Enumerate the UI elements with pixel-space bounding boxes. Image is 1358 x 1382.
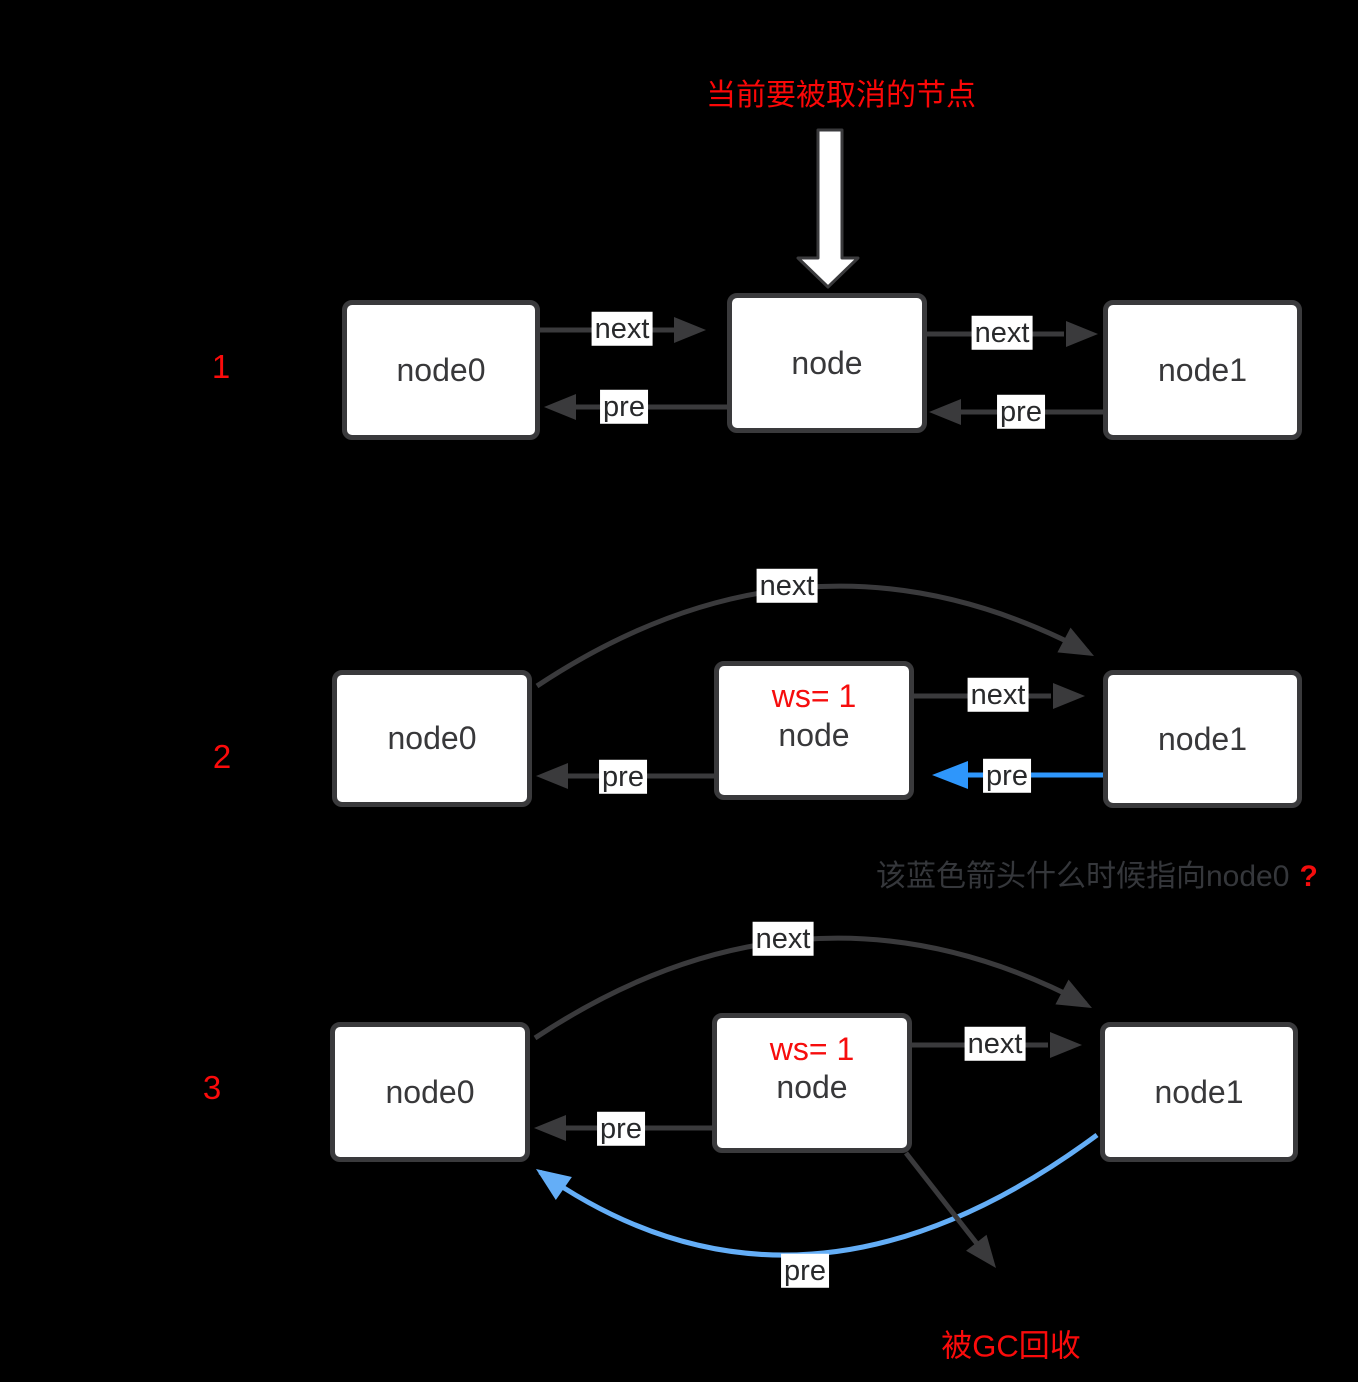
- cancel-pointer-arrow-icon: [796, 128, 860, 289]
- row2-next-arc-label: next: [756, 568, 818, 604]
- row2-pre-label-blue: pre: [983, 758, 1031, 794]
- row3-node1-box: node1: [1100, 1022, 1298, 1162]
- row2-pre-label-left: pre: [599, 759, 647, 795]
- row3-next-label-right: next: [964, 1026, 1026, 1062]
- blue-arrow-question: 该蓝色箭头什么时候指向node0?: [876, 851, 1318, 895]
- row3-number: 3: [202, 1069, 222, 1106]
- row3-gc-arrow: [904, 1151, 996, 1268]
- row3-node-ws-value: ws= 1: [769, 1030, 855, 1067]
- row2-node-box: ws= 1 node: [714, 661, 914, 800]
- row3-pre-label-left: pre: [597, 1111, 645, 1147]
- row1-node-box: node: [727, 293, 927, 433]
- row2-number: 2: [212, 738, 232, 775]
- row1-next-label-left: next: [591, 311, 653, 347]
- row3-node1-label: node1: [1154, 1073, 1244, 1110]
- row1-pre-label-right: pre: [997, 394, 1045, 430]
- row2-node1-box: node1: [1103, 670, 1302, 808]
- row3-pre-arc-arrow-blue: [536, 1132, 1099, 1258]
- row1-node0-label: node0: [396, 351, 486, 388]
- row1-next-label-right: next: [971, 315, 1033, 351]
- row3-node-label: node: [776, 1069, 848, 1105]
- row1-node0-box: node0: [342, 300, 540, 440]
- row2-node-label: node: [778, 716, 850, 753]
- row1-number: 1: [211, 348, 231, 385]
- row2-node0-label: node0: [387, 720, 477, 757]
- row3-node0-label: node0: [385, 1073, 475, 1110]
- row3-pre-arc-label: pre: [781, 1253, 829, 1289]
- row1-node1-label: node1: [1158, 351, 1247, 388]
- row3-next-arc-label: next: [752, 921, 814, 957]
- row3-node0-box: node0: [330, 1022, 530, 1162]
- row1-pre-label-left: pre: [600, 389, 648, 425]
- row2-node1-label: node1: [1158, 720, 1247, 757]
- row2-node0-box: node0: [332, 670, 532, 807]
- row1-node1-box: node1: [1103, 300, 1302, 440]
- blue-arrow-question-text: 该蓝色箭头什么时候指向node0: [876, 860, 1290, 893]
- row1-node-label: node: [791, 344, 863, 381]
- question-mark: ?: [1299, 860, 1318, 893]
- cancel-node-annotation: 当前要被取消的节点: [706, 79, 976, 112]
- row3-node-box: ws= 1 node: [712, 1013, 912, 1153]
- row2-next-label-right: next: [967, 677, 1029, 713]
- gc-collected-annotation: 被GC回收: [941, 1328, 1081, 1364]
- row2-node-ws-value: ws= 1: [771, 678, 857, 715]
